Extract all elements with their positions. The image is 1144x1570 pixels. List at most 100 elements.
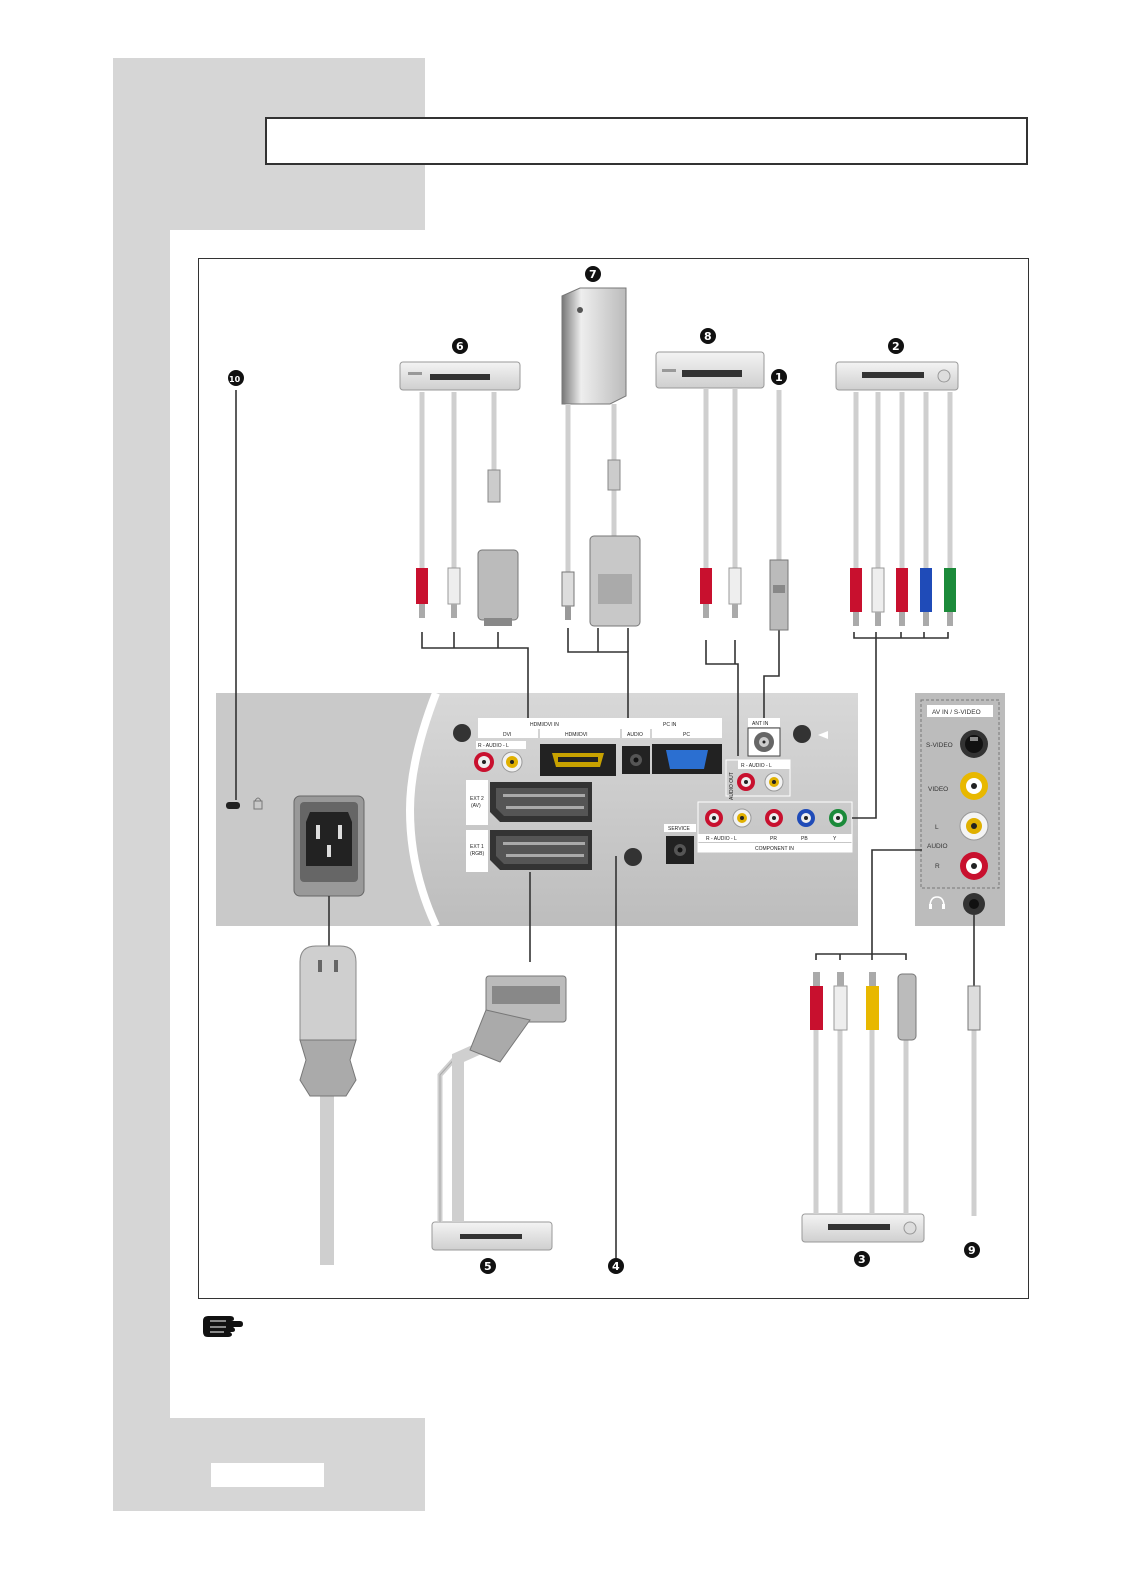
callout-9: 9: [964, 1242, 980, 1258]
label-y: Y: [833, 836, 837, 842]
svg-text:1: 1: [775, 371, 783, 384]
callout-2: 2: [888, 338, 904, 354]
headphone-port[interactable]: [963, 893, 985, 915]
label-ext2: EXT 2: [470, 796, 484, 802]
ext1-scart-port[interactable]: EXT 1 (RGB): [466, 830, 592, 872]
component-audio-r-port[interactable]: [705, 809, 723, 827]
side-label-video: VIDEO: [928, 786, 948, 793]
dvi-audio-l-port[interactable]: [501, 751, 523, 773]
component-in-group: R - AUDIO - L PR PB Y COMPONENT IN: [697, 801, 853, 853]
plug-side-white: [833, 972, 848, 1031]
callout-5: 5: [480, 1258, 496, 1274]
hdmi-port[interactable]: [540, 744, 616, 776]
svg-text:8: 8: [704, 330, 712, 343]
callout-10: 10: [228, 370, 244, 386]
side-audio-r-port[interactable]: [960, 852, 988, 880]
sidebar-left: [113, 228, 170, 1420]
label-pc-in: PC IN: [663, 722, 677, 728]
component-audio-l-port[interactable]: [732, 808, 752, 828]
label-ext2-sub: (AV): [471, 803, 481, 809]
side-label-l: L: [935, 824, 939, 831]
svg-text:6: 6: [456, 340, 464, 353]
plug-comp-white: [871, 567, 885, 626]
callout-1: 1: [771, 369, 787, 385]
device-2-player: [835, 361, 959, 391]
callout-8: 8: [700, 328, 716, 344]
label-hdmi-dvi: HDMI/DVI: [565, 732, 588, 738]
component-pb-port[interactable]: [797, 809, 815, 827]
plug-comp-y: [944, 568, 956, 626]
plug-side-svideo: [897, 973, 917, 1041]
screw: [453, 724, 471, 742]
pc-vga-port[interactable]: [652, 744, 722, 774]
headphone-icon: [929, 896, 945, 909]
scart-cable: [452, 1034, 501, 1222]
arrow-icon: [818, 731, 828, 739]
side-label-svideo: S-VIDEO: [926, 742, 953, 749]
label-hdmi-dvi-in: HDMI/DVI IN: [530, 722, 559, 728]
plug-side-red: [810, 972, 823, 1030]
svg-text:4: 4: [612, 1260, 620, 1273]
cables: [419, 388, 977, 1222]
label-component-in: COMPONENT IN: [755, 846, 794, 852]
plug-hdmi-red: [416, 568, 428, 618]
power-plug: [299, 945, 357, 1097]
side-video-port[interactable]: [960, 772, 988, 800]
screw: [624, 848, 642, 866]
label-pc: PC: [683, 732, 690, 738]
svg-text:2: 2: [892, 340, 900, 353]
audio-out-r-port[interactable]: [737, 773, 755, 791]
plug-comp-red: [850, 568, 862, 626]
plug-audio-white: [728, 567, 742, 618]
svg-text:10: 10: [229, 375, 241, 384]
service-port[interactable]: SERVICE: [664, 824, 696, 864]
device-6-player: [399, 361, 521, 391]
callout-7: 7: [585, 266, 601, 282]
plug-side-yellow: [866, 972, 879, 1030]
side-av-panel: AV IN / S-VIDEO S-VIDEO VIDEO L AUDIO R: [926, 705, 993, 870]
device-3-player: [801, 1213, 925, 1243]
plug-headphone: [967, 985, 981, 1031]
component-pr-port[interactable]: [765, 809, 783, 827]
power-socket: [293, 795, 365, 897]
label-ant-in: ANT IN: [752, 721, 769, 727]
page-title-box: [265, 117, 1028, 165]
audio-out-l-port[interactable]: [764, 772, 784, 792]
side-label-audio: AUDIO: [927, 843, 948, 850]
plug-comp-pr: [896, 568, 908, 626]
device-8-player: [655, 351, 765, 389]
label-ext1: EXT 1: [470, 844, 484, 850]
callout-6: 6: [452, 338, 468, 354]
side-svideo-port[interactable]: [960, 730, 988, 758]
label-dvi: DVI: [503, 732, 511, 738]
ant-in-port[interactable]: ANT IN: [747, 718, 781, 757]
side-label-r: R: [935, 863, 940, 870]
side-audio-l-port[interactable]: [959, 811, 989, 841]
label-component-audio: R - AUDIO - L: [706, 836, 737, 842]
scart-plug: [469, 975, 567, 1063]
label-dvi-audio: R - AUDIO - L: [478, 743, 509, 749]
svg-text:9: 9: [968, 1244, 976, 1257]
plug-vga: [589, 459, 641, 627]
component-y-port[interactable]: [829, 809, 847, 827]
svg-text:5: 5: [484, 1260, 492, 1273]
dvi-audio-r-port[interactable]: [474, 752, 494, 772]
audio-out-group: R - AUDIO - L AUDIO OUT: [725, 759, 791, 800]
label-ext1-sub: (RGB): [470, 851, 485, 857]
side-panel-title: AV IN / S-VIDEO: [932, 709, 981, 716]
plug-audio-red: [700, 568, 712, 618]
pc-audio-port[interactable]: [622, 746, 650, 774]
plug-hdmi-white: [447, 567, 461, 618]
label-pr: PR: [770, 836, 777, 842]
leader-lines: [235, 390, 975, 1258]
plug-comp-pb: [920, 568, 932, 626]
label-service: SERVICE: [668, 826, 691, 832]
plug-pc-audio: [561, 571, 575, 620]
callout-4: 4: [608, 1258, 624, 1274]
label-pb: PB: [801, 836, 808, 842]
note-hand-icon: [200, 1312, 244, 1338]
page-number-box: [211, 1463, 324, 1487]
device-5-vcr: [431, 1221, 553, 1251]
ext2-scart-port[interactable]: EXT 2 (AV): [466, 780, 592, 825]
